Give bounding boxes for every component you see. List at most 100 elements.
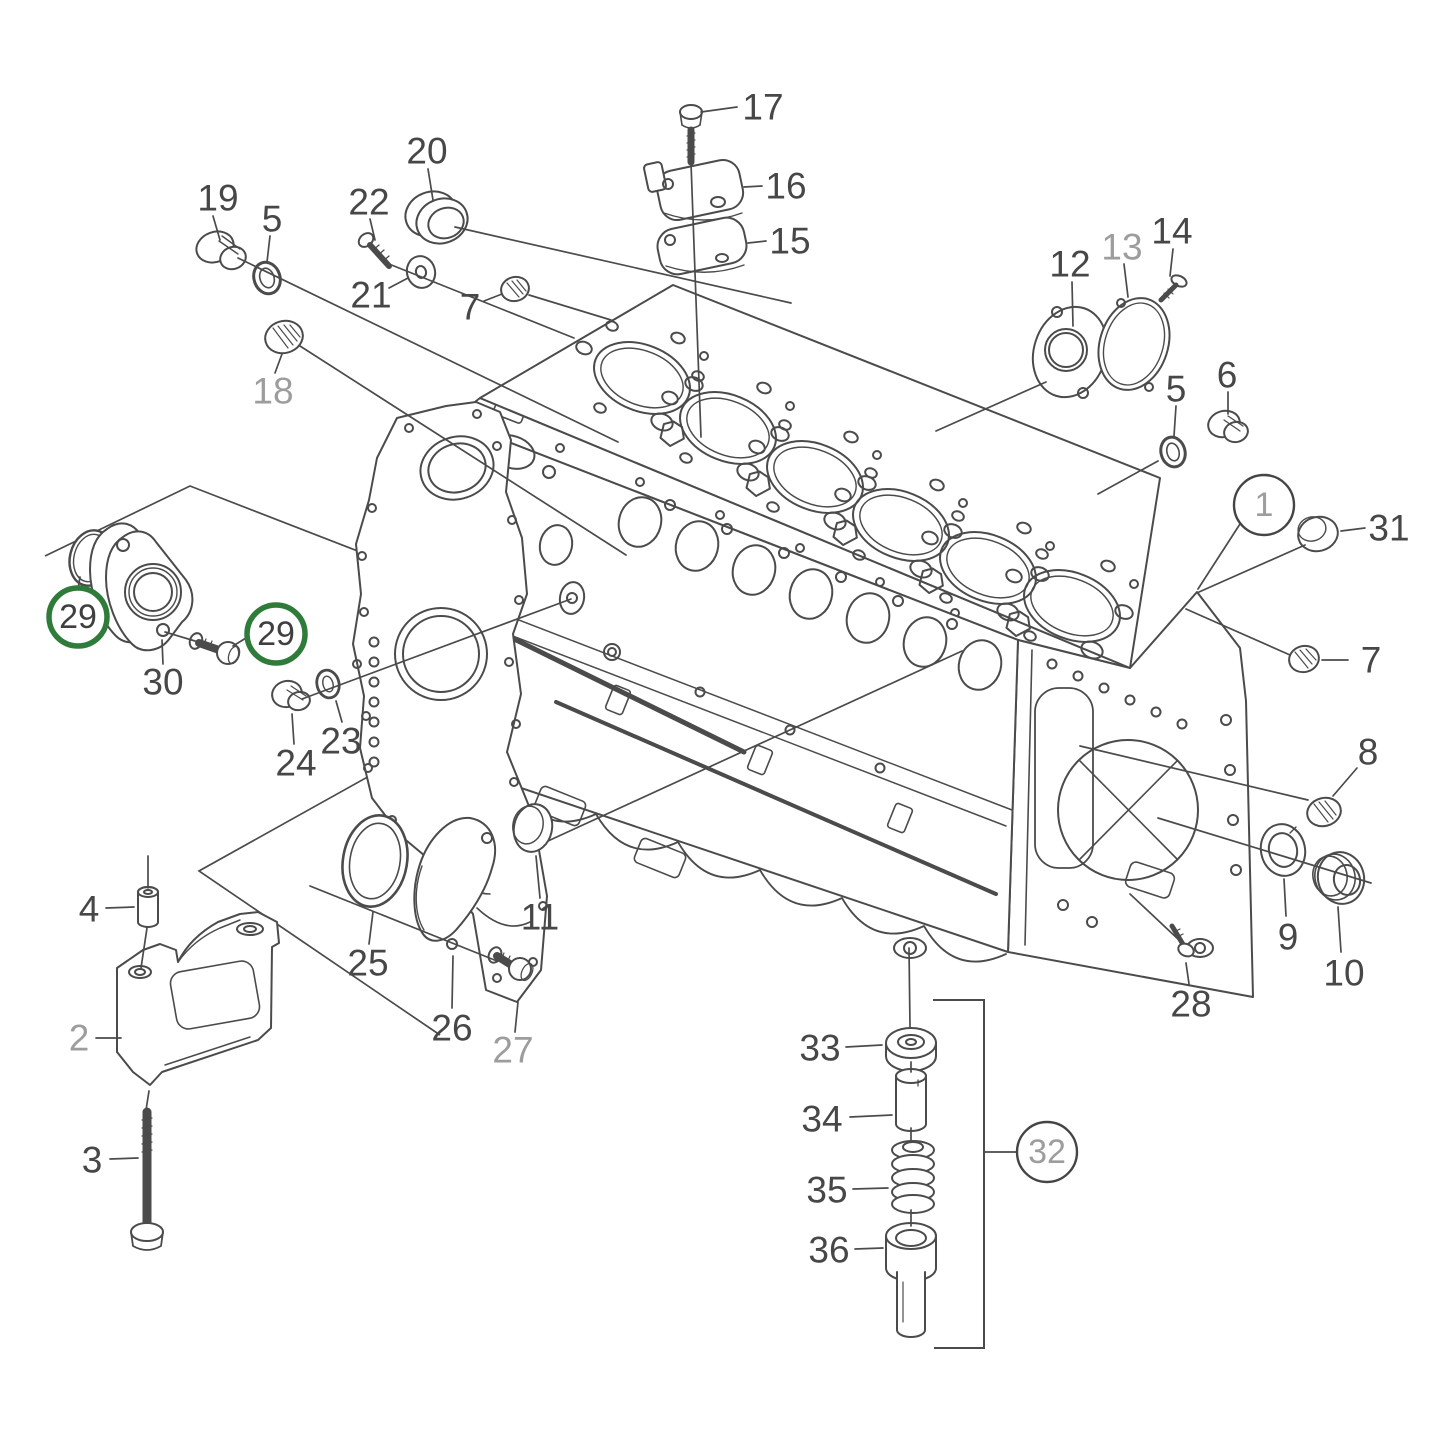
assembly-axis-line [237,257,619,443]
callout-5[interactable]: 5 [262,199,283,240]
gasket-hole [834,487,852,503]
callout-12[interactable]: 12 [1049,244,1090,285]
gasket-hole [778,419,792,431]
leader-line-9 [1283,878,1287,917]
callout-26[interactable]: 26 [431,1008,472,1049]
gasket-hole [1035,548,1049,560]
callout-9[interactable]: 9 [1278,917,1299,958]
gasket-coolant-slot [832,519,858,547]
callout-16[interactable]: 16 [765,166,806,207]
gasket-hole [951,510,965,522]
callout-13[interactable]: 13 [1101,227,1142,268]
callout-15[interactable]: 15 [769,221,810,262]
callout-25[interactable]: 25 [347,943,388,984]
callout-7[interactable]: 7 [460,287,481,328]
callout-21[interactable]: 21 [350,275,391,316]
leader-line-28 [1185,962,1190,985]
callout-30[interactable]: 30 [142,662,183,703]
part-28-bolt [1169,923,1195,958]
leader-line-22 [369,218,376,241]
leader-line-20 [427,168,434,201]
callout-18[interactable]: 18 [252,371,293,412]
gasket-hole [670,331,686,345]
callout-3[interactable]: 3 [82,1140,103,1181]
callout-35[interactable]: 35 [806,1170,847,1211]
callout-number: 20 [406,131,447,172]
leader-line-10 [1337,906,1342,953]
part-30-cover-and-gasket [89,522,241,665]
gasket-hole [1100,559,1116,573]
callout-33[interactable]: 33 [799,1028,840,1069]
gasket-hole [1114,604,1134,620]
leader-line-16 [743,185,763,188]
callout-5[interactable]: 5 [1166,369,1187,410]
callout-14[interactable]: 14 [1151,211,1192,252]
head-gasket [479,284,1161,669]
callout-11[interactable]: 11 [521,897,559,938]
callout-number: 3 [82,1140,103,1181]
gasket-hole [593,402,607,414]
part-7-plug-right [1288,644,1320,674]
callout-19[interactable]: 19 [197,178,238,219]
callout-29-highlighted[interactable]: 29 [244,602,308,666]
callout-23[interactable]: 23 [320,721,361,762]
part-5-washer-left [252,260,282,296]
assembly-axis-lines [140,162,1372,1227]
callout-32[interactable]: 32 [1015,1120,1079,1184]
callout-4[interactable]: 4 [79,889,100,930]
callout-20[interactable]: 20 [406,131,447,172]
callout-8[interactable]: 8 [1358,732,1379,773]
callout-number: 31 [1368,508,1409,549]
gasket-hole [766,501,780,513]
leader-line-3 [109,1157,139,1160]
gasket-hole [748,439,766,455]
callout-34[interactable]: 34 [801,1099,842,1140]
part-11-cup-plug [512,803,554,853]
callout-29-highlighted[interactable]: 29 [46,585,110,649]
callout-1[interactable]: 1 [1232,473,1296,537]
callout-7[interactable]: 7 [1361,640,1382,681]
leader-line-11 [535,855,541,899]
callout-24[interactable]: 24 [275,743,316,784]
leader-line-29 [232,637,247,647]
leader-line-25 [368,911,374,945]
leader-line-35 [852,1187,889,1190]
cylinder-bore [679,391,777,465]
leader-line-4 [105,906,135,909]
part-25-oring [341,814,409,908]
assembly-axis-line [309,885,498,962]
gasket-hole [843,430,859,444]
part-6-plug [1207,409,1249,444]
callout-31[interactable]: 31 [1368,508,1409,549]
cylinder-bore-inner [859,494,943,556]
callout-number: 13 [1101,227,1142,268]
callout-number: 6 [1217,355,1238,396]
callout-number: 5 [1166,369,1187,410]
highlight-ring [46,585,110,649]
engine-block-drawing [68,104,1366,1338]
gasket-hole [679,452,693,464]
callout-28[interactable]: 28 [1170,984,1211,1025]
part-20-seal-ring [404,190,469,245]
callout-27[interactable]: 27 [492,1030,533,1071]
leader-line-34 [849,1114,893,1118]
callout-number: 34 [801,1099,842,1140]
callout-22[interactable]: 22 [348,182,389,223]
callout-number: 26 [431,1008,472,1049]
callout-number: 32 [1028,1133,1066,1171]
callout-2[interactable]: 2 [69,1018,90,1059]
callout-10[interactable]: 10 [1323,953,1364,994]
leader-line-23 [335,700,343,723]
callout-36[interactable]: 36 [808,1230,849,1271]
gasket-hole [661,390,679,406]
gasket-hole [939,592,953,604]
gasket-hole [864,467,878,479]
part-9-ring [1259,823,1307,877]
highlight-ring [244,602,308,666]
gasket-hole [1045,541,1055,551]
part-15-gasket-cover [656,216,748,276]
callout-number: 30 [142,662,183,703]
callout-6[interactable]: 6 [1217,355,1238,396]
callout-17[interactable]: 17 [742,87,783,128]
